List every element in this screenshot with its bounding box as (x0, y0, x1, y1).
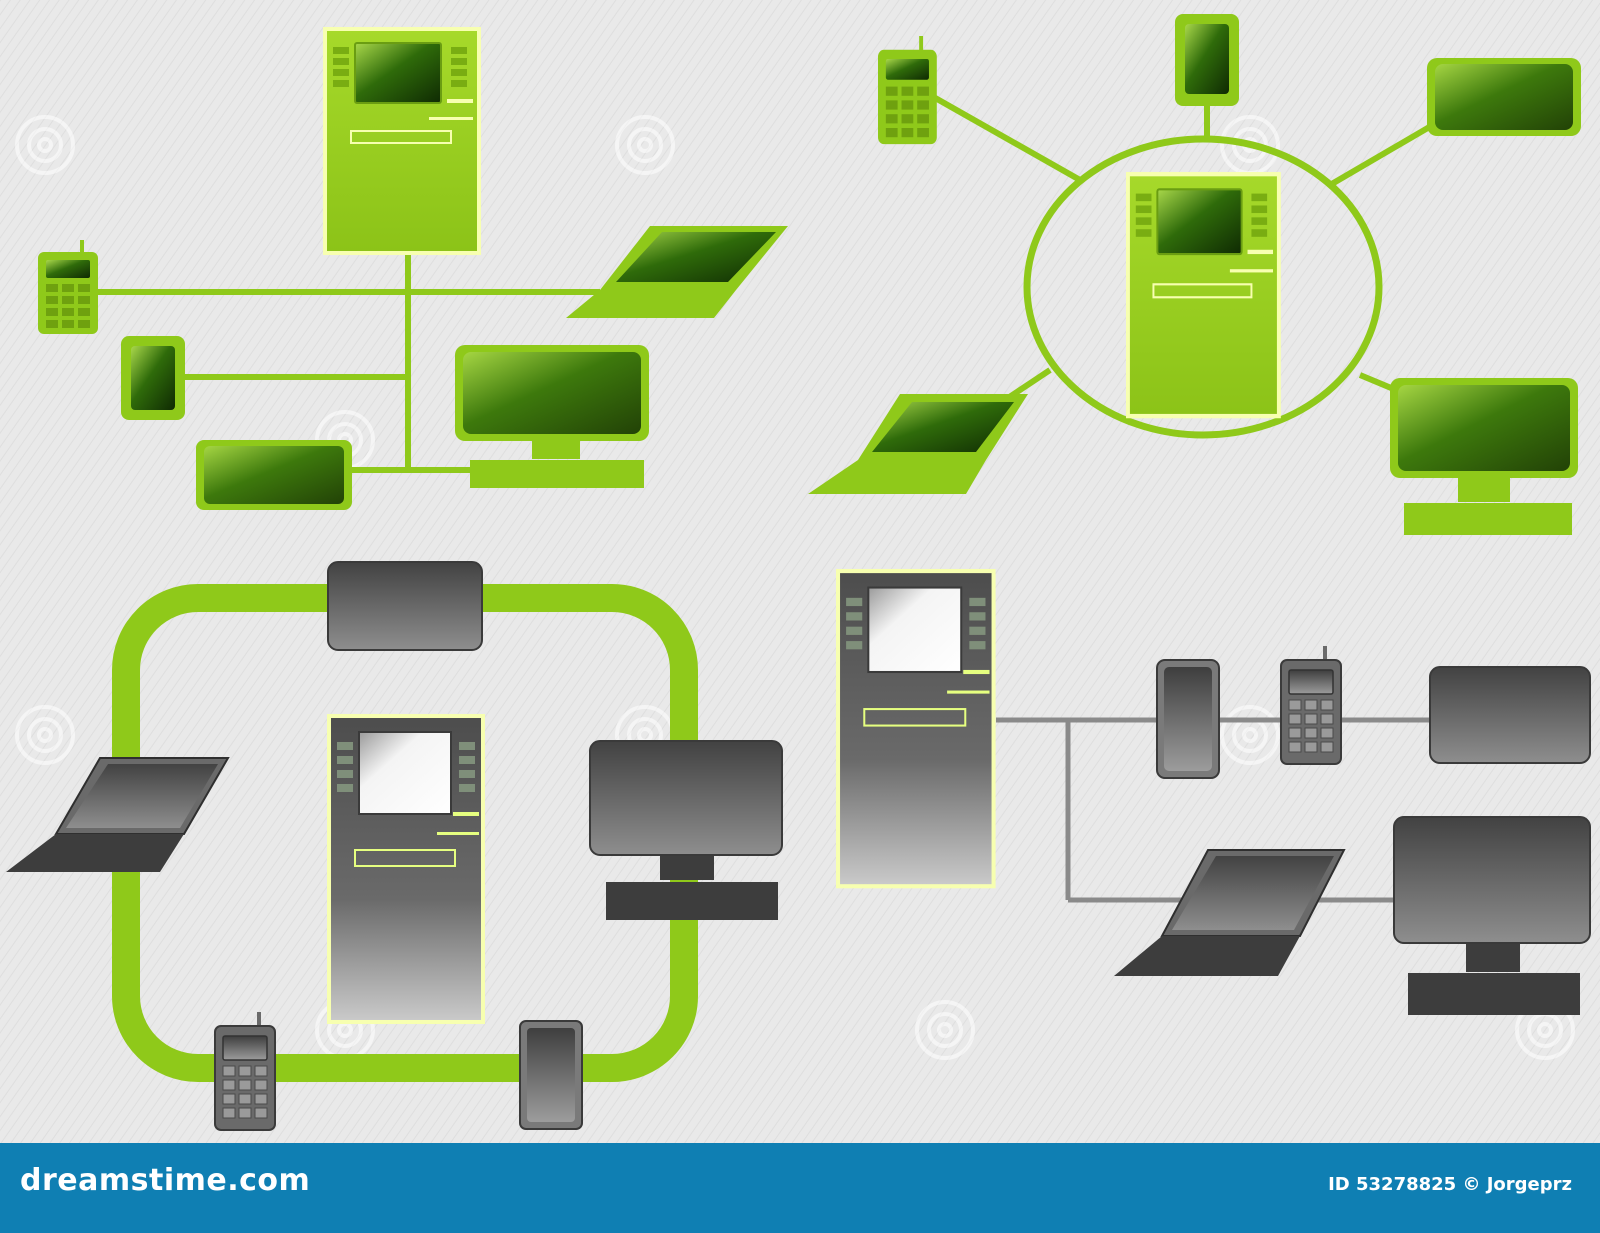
ring-topology-gray (6, 561, 783, 1131)
bus-topology-green (38, 26, 788, 510)
connection-lines (95, 255, 600, 473)
atm-icon (834, 567, 997, 890)
atm-icon (1124, 170, 1282, 420)
brand-logo-text[interactable]: dreamstime.com (20, 1163, 311, 1198)
smartphone-icon (1175, 14, 1239, 106)
atm-icon (326, 713, 486, 1025)
tree-topology-gray (834, 567, 1591, 1015)
tablet-icon (327, 561, 483, 651)
smartphone-icon (519, 1020, 583, 1130)
desktop-computer-icon (1390, 378, 1578, 535)
mobile-phone-icon (38, 240, 98, 334)
laptop-icon (808, 394, 1028, 494)
smartphone-icon (121, 336, 185, 420)
desktop-computer-icon (1393, 816, 1591, 1015)
tablet-icon (196, 440, 352, 510)
mobile-phone-icon (1280, 645, 1342, 765)
network-diagram-canvas (0, 0, 1600, 1143)
background (0, 0, 1600, 1143)
tablet-icon (1427, 58, 1581, 136)
mobile-phone-icon (214, 1011, 276, 1131)
image-id-credit: ID 53278825 © Jorgeprz (1328, 1174, 1572, 1195)
smartphone-icon (1156, 659, 1220, 779)
mobile-phone-icon (878, 36, 937, 145)
laptop-icon (6, 757, 230, 872)
desktop-computer-icon (589, 740, 783, 920)
desktop-computer-icon (455, 345, 649, 488)
tablet-icon (1429, 666, 1591, 764)
laptop-icon (566, 226, 788, 318)
atm-icon (322, 26, 482, 256)
star-topology-green (808, 14, 1581, 535)
laptop-icon (1114, 849, 1346, 976)
footer-bar: dreamstime.com ID 53278825 © Jorgeprz (0, 1143, 1600, 1233)
